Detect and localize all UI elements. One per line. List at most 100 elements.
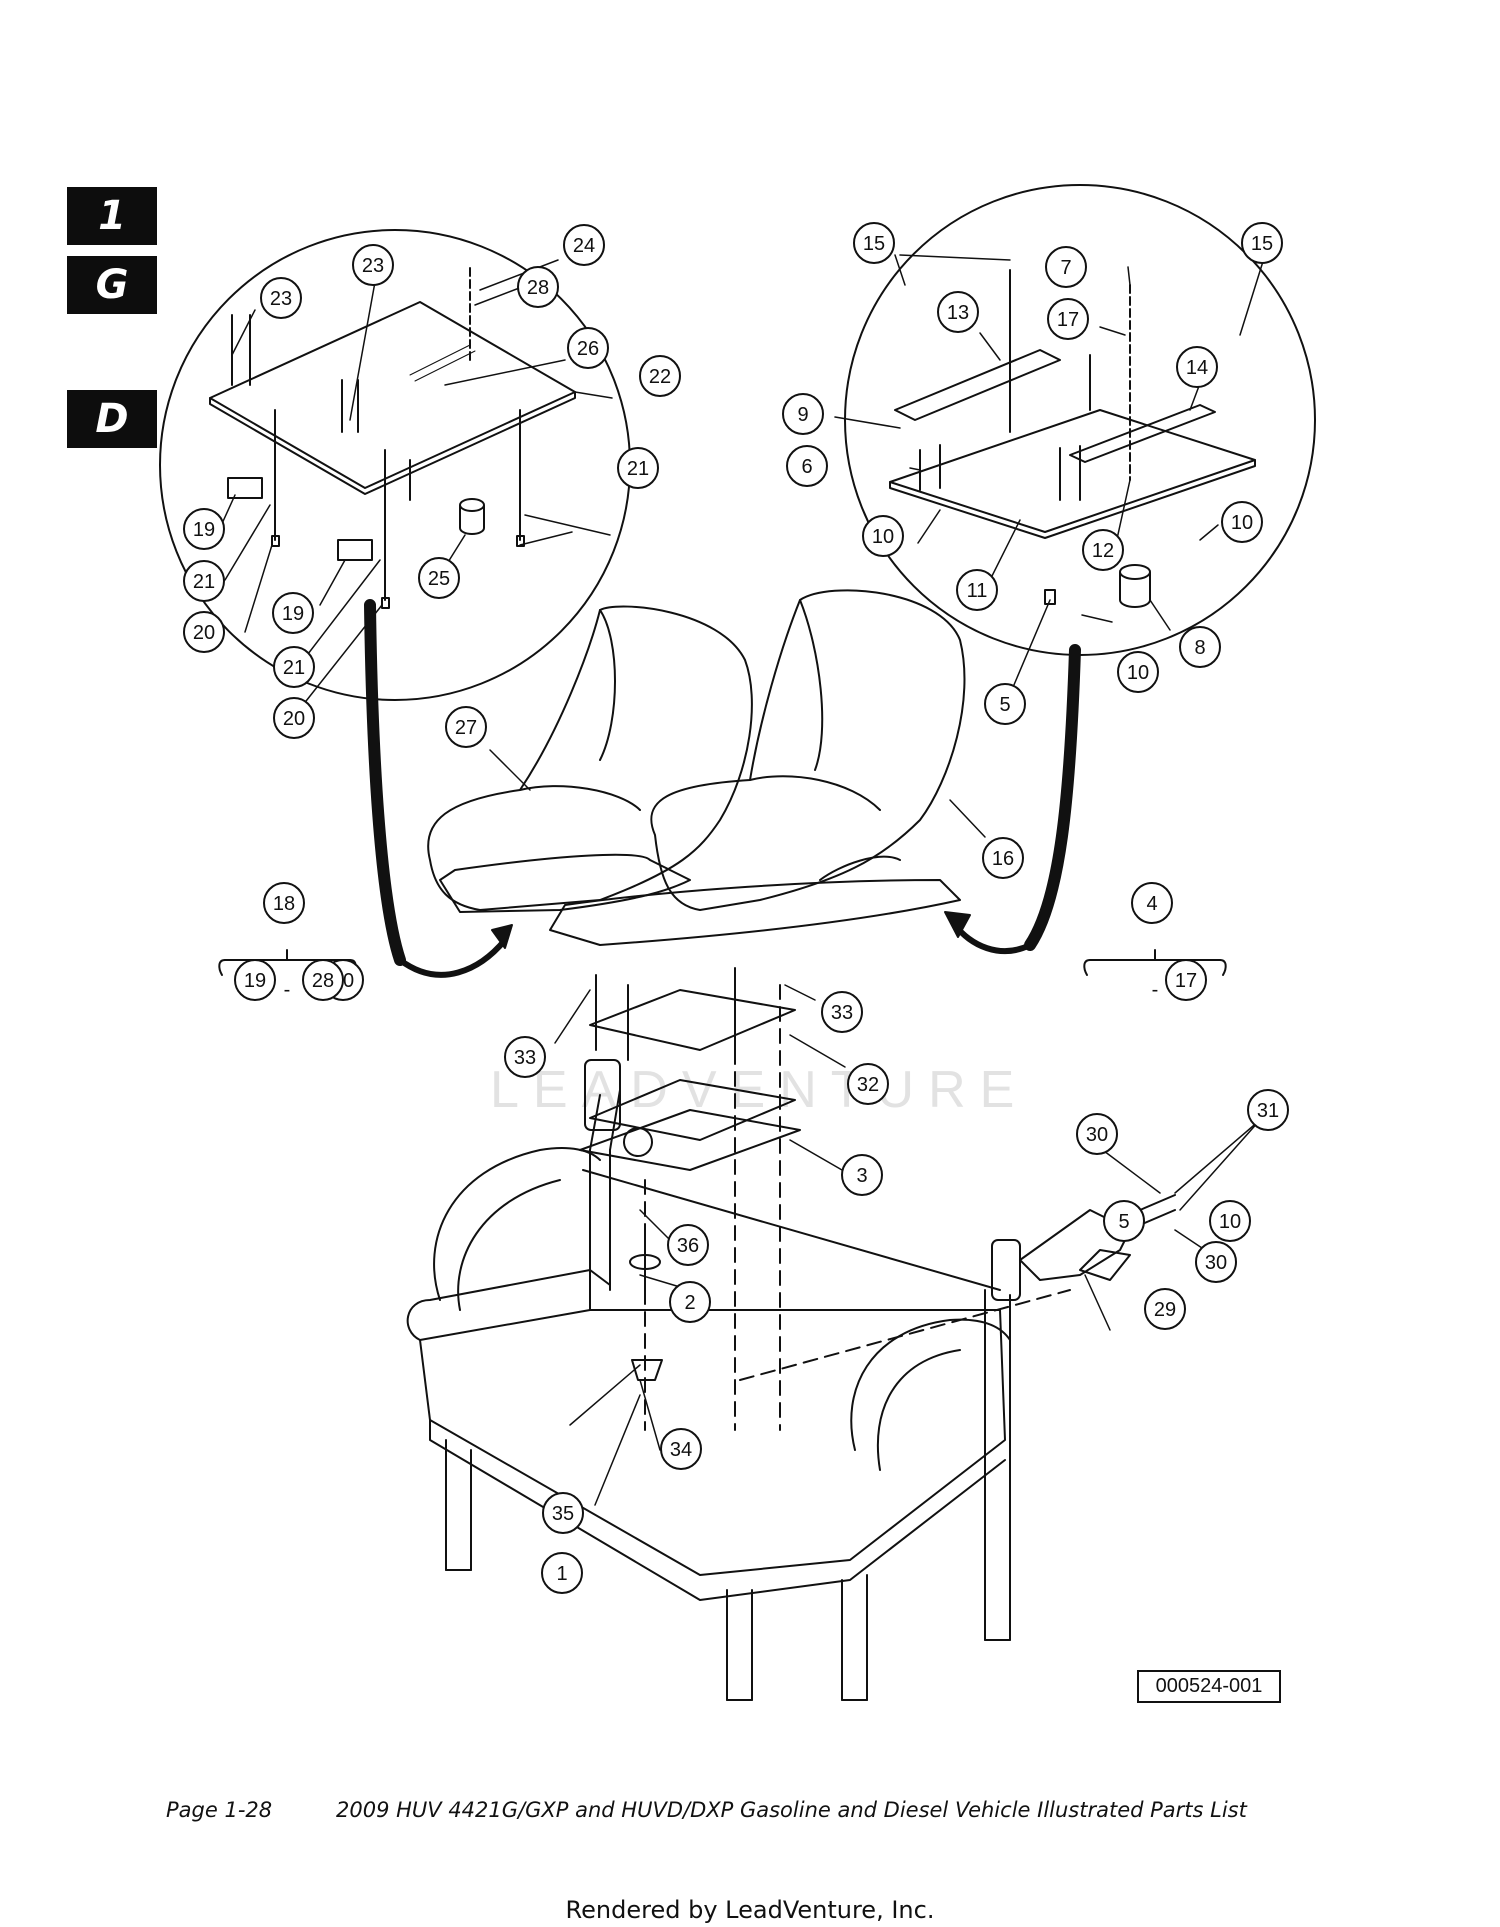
callout-number: 29: [1154, 1299, 1176, 1321]
callout-10: 10: [1209, 1200, 1251, 1242]
callout-19: 19: [272, 592, 314, 634]
callout-number: 20: [283, 708, 305, 730]
callout-circle: [1076, 1113, 1118, 1155]
callout-number: 33: [831, 1002, 853, 1024]
callout-circle: [847, 1063, 889, 1105]
callout-number: 15: [1251, 233, 1273, 255]
callout-10: 10: [862, 515, 904, 557]
callout-circle: [1176, 346, 1218, 388]
callout-number: 28: [312, 970, 334, 992]
callout-21: 21: [617, 447, 659, 489]
callout-circle: [1241, 222, 1283, 264]
callout-circle: [541, 1552, 583, 1594]
callout-19: 19: [183, 508, 225, 550]
callout-30: 30: [1195, 1241, 1237, 1283]
callout-number: 23: [270, 288, 292, 310]
callout-circle: [273, 646, 315, 688]
drawing-number: 000524-001: [1137, 1670, 1281, 1703]
callout-2: 2: [669, 1281, 711, 1323]
callout-number: 17: [1057, 309, 1079, 331]
callout-circle: [1247, 1089, 1289, 1131]
callout-number: 2: [684, 1292, 695, 1314]
callout-34: 34: [660, 1428, 702, 1470]
callout-6: 6: [786, 445, 828, 487]
callout-circle: [1047, 298, 1089, 340]
callout-circle: [567, 327, 609, 369]
callout-number: 30: [1205, 1252, 1227, 1274]
callout-16: 16: [982, 837, 1024, 879]
callout-number: 22: [649, 366, 671, 388]
callout-number: 33: [514, 1047, 536, 1069]
callout-32: 32: [847, 1063, 889, 1105]
callout-31: 31: [1247, 1089, 1289, 1131]
callout-number: 18: [273, 893, 295, 915]
callout-20: 20: [273, 697, 315, 739]
callout-33: 33: [821, 991, 863, 1033]
callout-26: 26: [567, 327, 609, 369]
callout-circle: [1221, 501, 1263, 543]
callout-circle: [982, 837, 1024, 879]
callout-circle: [1131, 882, 1173, 924]
callout-28: 28: [517, 266, 559, 308]
callout-circle: [667, 1224, 709, 1266]
callout-number: 1: [556, 1563, 567, 1585]
callout-21: 21: [273, 646, 315, 688]
callout-circle: [517, 266, 559, 308]
callout-number: 9: [797, 404, 808, 426]
callout-number: 25: [428, 568, 450, 590]
callout-number: 7: [1060, 257, 1071, 279]
leader-lines: [219, 254, 1266, 1506]
callout-number: 21: [193, 571, 215, 593]
callout-number: 11: [967, 580, 988, 602]
callout-circle: [542, 1492, 584, 1534]
callout-number: 30: [1086, 1124, 1108, 1146]
callout-number: 32: [857, 1074, 879, 1096]
callout-circle: [183, 560, 225, 602]
callout-9: 9: [782, 393, 824, 435]
seat-frame: [406, 1059, 1176, 1701]
callout-circle: [1165, 959, 1207, 1001]
callout-circle: [302, 959, 344, 1001]
callout-19: 19: [234, 959, 276, 1001]
callout-number: 5: [1118, 1211, 1129, 1233]
right-detail-circle: [844, 184, 1316, 955]
callout-35: 35: [542, 1492, 584, 1534]
callout-13: 13: [937, 291, 979, 333]
callout-circle: [984, 683, 1026, 725]
callout-circle: [1082, 529, 1124, 571]
callout-number: 36: [677, 1235, 699, 1257]
callout-circle: [853, 222, 895, 264]
callout-circle: [862, 515, 904, 557]
callout-14: 14: [1176, 346, 1218, 388]
callout-12: 12: [1082, 529, 1124, 571]
callout-circle: [418, 557, 460, 599]
left-group-range: -: [284, 979, 291, 1001]
callout-number: 20: [193, 622, 215, 644]
callout-22: 22: [639, 355, 681, 397]
callout-number: 17: [1175, 970, 1197, 992]
watermark: LEADVENTURE: [490, 1061, 1029, 1119]
callout-circle: [445, 706, 487, 748]
seat-plates: [579, 967, 801, 1431]
callout-circle: [263, 882, 305, 924]
callout-number: 19: [193, 519, 215, 541]
callout-10: 10: [1221, 501, 1263, 543]
callout-circle: [617, 447, 659, 489]
callout-number: 34: [670, 1439, 692, 1461]
callout-circle: [669, 1281, 711, 1323]
callout-number: 4: [1146, 893, 1157, 915]
callout-circle: [937, 291, 979, 333]
callout-number: 3: [856, 1165, 867, 1187]
callout-number: 10: [1127, 662, 1149, 684]
callout-number: 15: [863, 233, 885, 255]
callout-circle: [352, 244, 394, 286]
callout-number: 8: [1194, 637, 1205, 659]
callout-number: 19: [282, 603, 304, 625]
range-dash-left: -: [284, 979, 291, 1001]
group-braces: [218, 949, 1227, 976]
seats: [427, 589, 966, 946]
callout-23: 23: [352, 244, 394, 286]
callout-circle: [639, 355, 681, 397]
callout-number: 21: [627, 458, 649, 480]
callout-number: 27: [455, 717, 477, 739]
